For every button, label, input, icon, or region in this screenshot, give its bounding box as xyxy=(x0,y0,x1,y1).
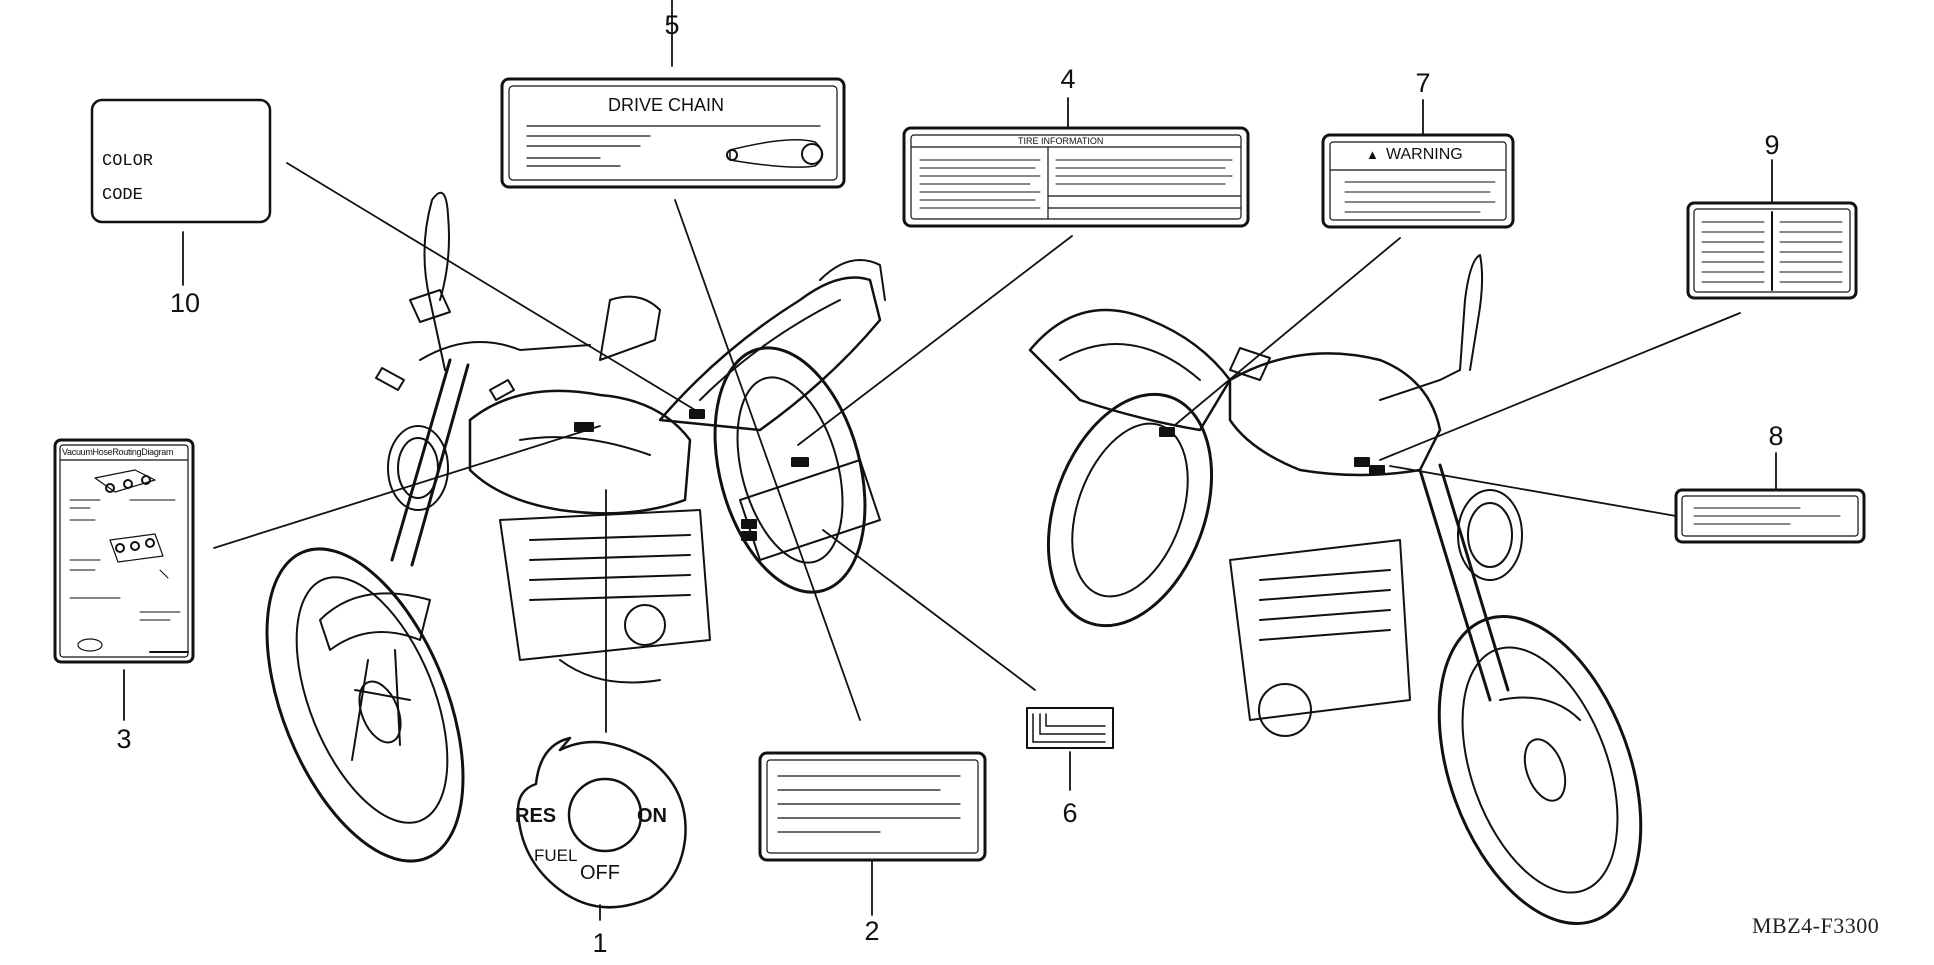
fuel-valve-label-shape xyxy=(516,736,687,909)
callout-5: 5 xyxy=(664,10,680,40)
label-8-shape xyxy=(1674,488,1866,544)
callout-2: 2 xyxy=(864,916,880,946)
vacuum-hose-label-shape xyxy=(53,438,195,664)
callout-1: 1 xyxy=(592,928,608,958)
fuel-off-text: OFF xyxy=(580,862,620,884)
callout-10: 10 xyxy=(169,288,201,318)
callout-8: 8 xyxy=(1768,421,1784,451)
warning-text: WARNING xyxy=(1386,146,1463,163)
tire-information-text: TIRE INFORMATION xyxy=(1018,136,1104,146)
leader-lines xyxy=(123,0,1777,921)
color-text: COLOR xyxy=(102,152,154,171)
warning-label-shape xyxy=(1321,133,1515,229)
fuel-on-text: ON xyxy=(637,805,667,827)
right-motorcycle xyxy=(1028,254,1643,925)
label-9-shape xyxy=(1686,201,1858,300)
fuel-res-text: RES xyxy=(515,805,557,827)
left-motorcycle xyxy=(265,191,886,863)
callout-3: 3 xyxy=(116,724,132,754)
vacuum-hose-text: VacuumHoseRoutingDiagram xyxy=(62,447,174,457)
label-6-shape xyxy=(1026,707,1114,749)
callout-7: 7 xyxy=(1415,68,1431,98)
callout-9: 9 xyxy=(1764,130,1780,160)
drive-chain-label-shape xyxy=(500,77,846,189)
code-text: CODE xyxy=(102,186,143,205)
tire-information-label-shape xyxy=(902,126,1250,228)
part-code: MBZ4-F3300 xyxy=(1752,913,1880,938)
callout-4: 4 xyxy=(1060,64,1076,94)
label-2-shape xyxy=(758,751,987,862)
fuel-text: FUEL xyxy=(534,846,578,865)
color-code-label xyxy=(90,98,272,224)
drive-chain-text: DRIVE CHAIN xyxy=(608,95,725,115)
callout-6: 6 xyxy=(1062,798,1078,828)
warning-symbol-icon: ▲ xyxy=(1366,147,1379,162)
